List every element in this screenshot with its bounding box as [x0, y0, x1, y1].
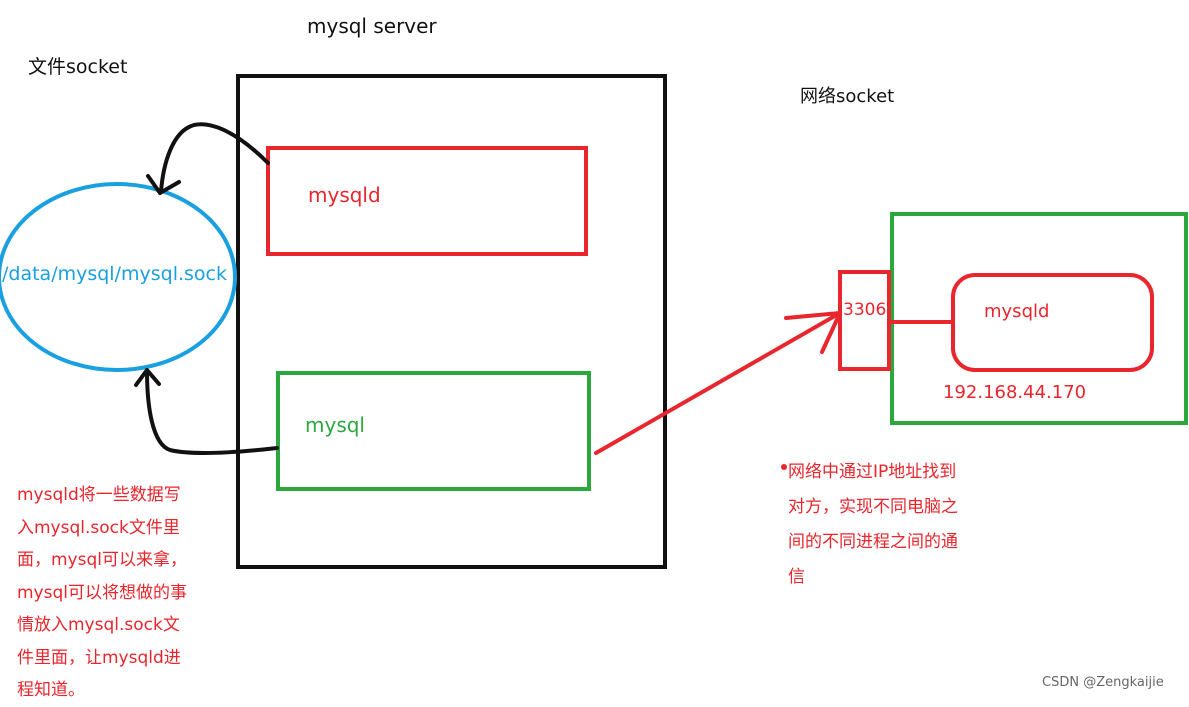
- server-box: [236, 74, 667, 569]
- network-socket-note-line: 对方，实现不同电脑之: [788, 497, 958, 517]
- arrow-mysqld-to-sock: [159, 122, 270, 194]
- network-socket-note-line: 信: [788, 567, 805, 587]
- remote-ip-label: 192.168.44.170: [943, 382, 1087, 403]
- network-socket-title: 网络socket: [800, 86, 895, 107]
- remote-host-box: [890, 212, 1188, 425]
- file-socket-note-line: mysqld将一些数据写: [17, 485, 181, 505]
- note-bullet: [781, 464, 787, 470]
- watermark: CSDN @Zengkaijie: [1042, 675, 1164, 690]
- sock-file-ellipse: [0, 182, 237, 372]
- arrowhead-mysqld-to-sock: [146, 174, 181, 195]
- server-title: mysql server: [307, 14, 437, 38]
- mysqld-remote-box: [951, 273, 1154, 372]
- file-socket-note-line: 程知道。: [17, 680, 85, 700]
- network-socket-note: 网络中通过IP地址找到 对方，实现不同电脑之 间的不同进程之间的通 信: [788, 455, 958, 595]
- network-socket-note-line: 网络中通过IP地址找到: [788, 462, 957, 482]
- mysql-client-box: [276, 371, 591, 491]
- sock-file-label: /data/mysql/mysql.sock: [2, 263, 227, 285]
- file-socket-note: mysqld将一些数据写 入mysql.sock文件里 面，mysql可以来拿，…: [17, 479, 187, 707]
- mysqld-local-box: [266, 146, 588, 256]
- port-label: 3306: [843, 300, 887, 320]
- arrow-mysql-to-sock: [145, 369, 279, 456]
- file-socket-note-line: mysql可以将想做的事: [17, 582, 187, 603]
- mysqld-local-label: mysqld: [308, 183, 381, 207]
- network-socket-note-line: 间的不同进程之间的通: [788, 532, 958, 552]
- network-arrowhead: [784, 311, 842, 354]
- file-socket-note-line: 件里面，让mysqld进: [17, 647, 181, 668]
- file-socket-note-line: 入mysql.sock文件里: [17, 517, 180, 538]
- file-socket-note-line: 面，mysql可以来拿，: [17, 550, 187, 570]
- file-socket-note-line: 情放入mysql.sock文: [17, 615, 180, 635]
- network-arrow: [594, 311, 842, 455]
- mysql-client-label: mysql: [305, 413, 365, 437]
- mysqld-remote-label: mysqld: [984, 301, 1050, 322]
- port-box: [838, 270, 891, 371]
- file-socket-title: 文件socket: [28, 56, 128, 78]
- arrowhead-mysql-to-sock: [134, 368, 161, 387]
